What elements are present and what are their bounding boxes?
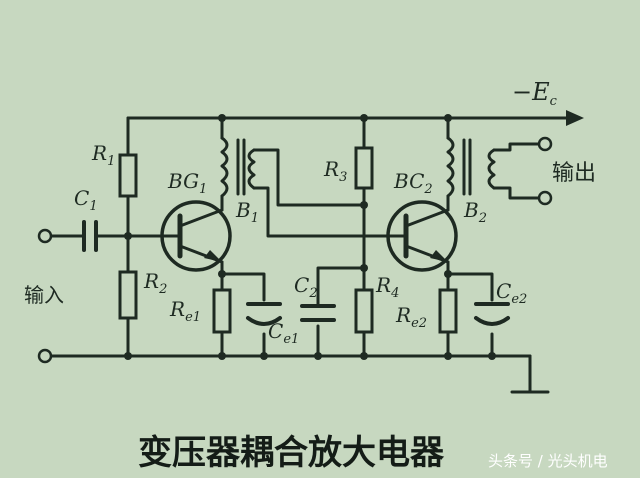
resistor-re2 — [438, 288, 458, 334]
terminals — [37, 136, 553, 364]
label-r2: R2 — [143, 269, 167, 297]
output-terminal-bottom — [537, 190, 553, 206]
resistor-r3 — [354, 146, 374, 190]
transformer-b2 — [446, 136, 496, 198]
resistor-r4 — [354, 288, 374, 334]
label-re1: Re1 — [169, 297, 201, 325]
transistor-bc2 — [386, 200, 458, 272]
input-terminal-bottom — [37, 348, 53, 364]
label-b1: B1 — [235, 198, 259, 226]
capacitor-c1 — [82, 220, 98, 252]
output-terminal-top — [537, 136, 553, 152]
capacitor-c2 — [300, 304, 336, 322]
label-c2: C2 — [294, 273, 318, 301]
label-bg1: BG1 — [167, 169, 207, 197]
junction-dots — [124, 114, 496, 360]
diagram-caption: 变压器耦合放大电器 — [138, 433, 445, 473]
transistor-bg1 — [158, 200, 232, 272]
label-bc2: BC2 — [393, 169, 433, 197]
label-ce2: Ce2 — [496, 279, 527, 307]
transformer-b1 — [220, 136, 256, 198]
supply-label: −Ec — [512, 78, 558, 109]
label-r3: R3 — [323, 157, 347, 185]
output-label: 输出 — [552, 161, 596, 186]
label-b2: B2 — [463, 198, 487, 226]
label-c1: C1 — [74, 186, 98, 214]
resistor-r1 — [118, 153, 138, 198]
label-re2: Re2 — [395, 303, 427, 331]
watermark: 头条号 / 光头机电 — [488, 452, 608, 470]
label-ce1: Ce1 — [268, 319, 299, 347]
capacitor-ce2 — [474, 302, 510, 326]
input-label: 输入 — [24, 283, 64, 307]
label-r1: R1 — [91, 141, 115, 169]
capacitor-ce1 — [246, 302, 282, 326]
resistor-re1 — [212, 288, 232, 334]
resistor-r2 — [118, 270, 138, 320]
input-terminal-top — [37, 228, 53, 244]
circuit-wires — [48, 110, 584, 394]
label-r4: R4 — [375, 273, 399, 301]
